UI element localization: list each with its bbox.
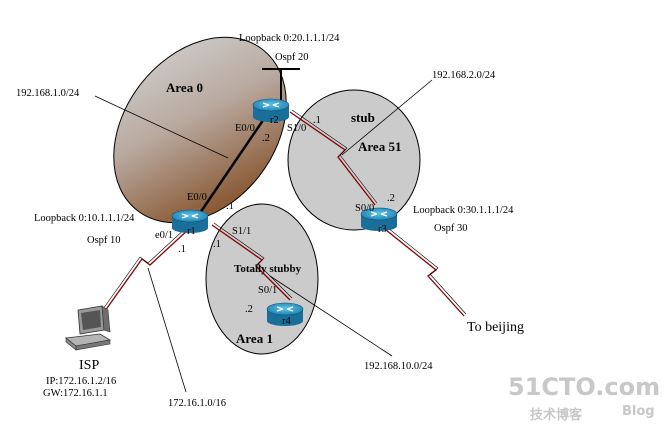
r2-e0-0-addr: .2 (262, 133, 270, 144)
r2-ospf-label: Ospf 20 (275, 52, 309, 63)
router-r3[interactable] (360, 207, 398, 231)
leader-net-r1-r2 (94, 95, 229, 159)
link-r1-r2 (198, 109, 272, 214)
beijing-label: To beijing (467, 320, 524, 335)
r1-e0-1-addr: .1 (178, 244, 186, 255)
r1-name-label: r1 (187, 226, 196, 237)
net-r1-r2-label: 192.168.1.0/24 (16, 88, 80, 99)
r1-s1-1-label: S1/1 (232, 226, 251, 237)
net-r2-r3-label: 192.168.2.0/24 (432, 70, 496, 81)
link-r3-beijing-shadow (387, 227, 467, 315)
isp-label: ISP (79, 358, 99, 373)
link-r1-r4-shadow (213, 222, 293, 299)
area1-type-label: Totally stubby (234, 263, 302, 275)
r2-s1-0-addr: .1 (313, 115, 321, 126)
isp-gw-label: GW:172.16.1.1 (43, 388, 108, 399)
r1-ospf-label: Ospf 10 (87, 235, 121, 246)
router-r2[interactable] (252, 98, 290, 122)
link-r3-beijing (385, 229, 465, 317)
router-r4[interactable] (266, 302, 304, 326)
area0-label: Area 0 (166, 80, 203, 95)
r1-e0-1-label: e0/1 (155, 230, 173, 241)
leader-net-r2-r3 (341, 79, 433, 156)
watermark-sub: 技术博客 (530, 407, 583, 423)
computer-icon (65, 305, 112, 351)
r2-s1-0-label: S1/0 (287, 123, 306, 134)
link-r1-isp (99, 227, 191, 319)
r3-name-label: r3 (378, 224, 387, 235)
watermark-blog: Blog (622, 404, 655, 419)
r4-s0-1-label: S0/1 (258, 285, 277, 296)
r2-name-label: r2 (270, 115, 279, 126)
area51-label: Area 51 (358, 139, 401, 154)
r3-s0-0-addr: .2 (387, 193, 395, 204)
r4-s0-1-addr: .2 (245, 304, 253, 315)
r1-e0-0-addr: .1 (226, 201, 234, 212)
isp-ip-label: IP:172.16.1.2/16 (46, 376, 116, 387)
area51-ellipse (287, 89, 421, 231)
area0-ellipse (113, 36, 287, 224)
net-isp-label: 172.16.1.0/16 (168, 398, 226, 409)
watermark-brand: 51CTO.com (508, 373, 660, 401)
router-r1[interactable] (171, 209, 209, 233)
r4-name-label: r4 (282, 316, 291, 327)
link-r2-r3-shadow (291, 109, 378, 204)
r1-e0-0-label: E0/0 (187, 192, 207, 203)
r1-s1-1-addr: .1 (213, 239, 221, 250)
r1-loopback-label: Loopback 0:10.1.1.1/24 (34, 213, 135, 224)
link-r1-isp-shadow (97, 225, 189, 317)
leader-net-isp (147, 267, 187, 393)
r2-e0-0-label: E0/0 (235, 123, 255, 134)
leader-net-r1-r4 (269, 275, 393, 357)
area1-label: Area 1 (236, 331, 273, 346)
net-r1-r4-label: 192.168.10.0/24 (364, 361, 433, 372)
r3-ospf-label: Ospf 30 (434, 223, 468, 234)
r2-loopback-label: Loopback 0:20.1.1.1/24 (239, 33, 340, 44)
r3-loopback-label: Loopback 0:30.1.1.1/24 (413, 205, 514, 216)
r3-s0-0-label: S0/0 (355, 203, 374, 214)
area51-type-label: stub (351, 110, 375, 125)
